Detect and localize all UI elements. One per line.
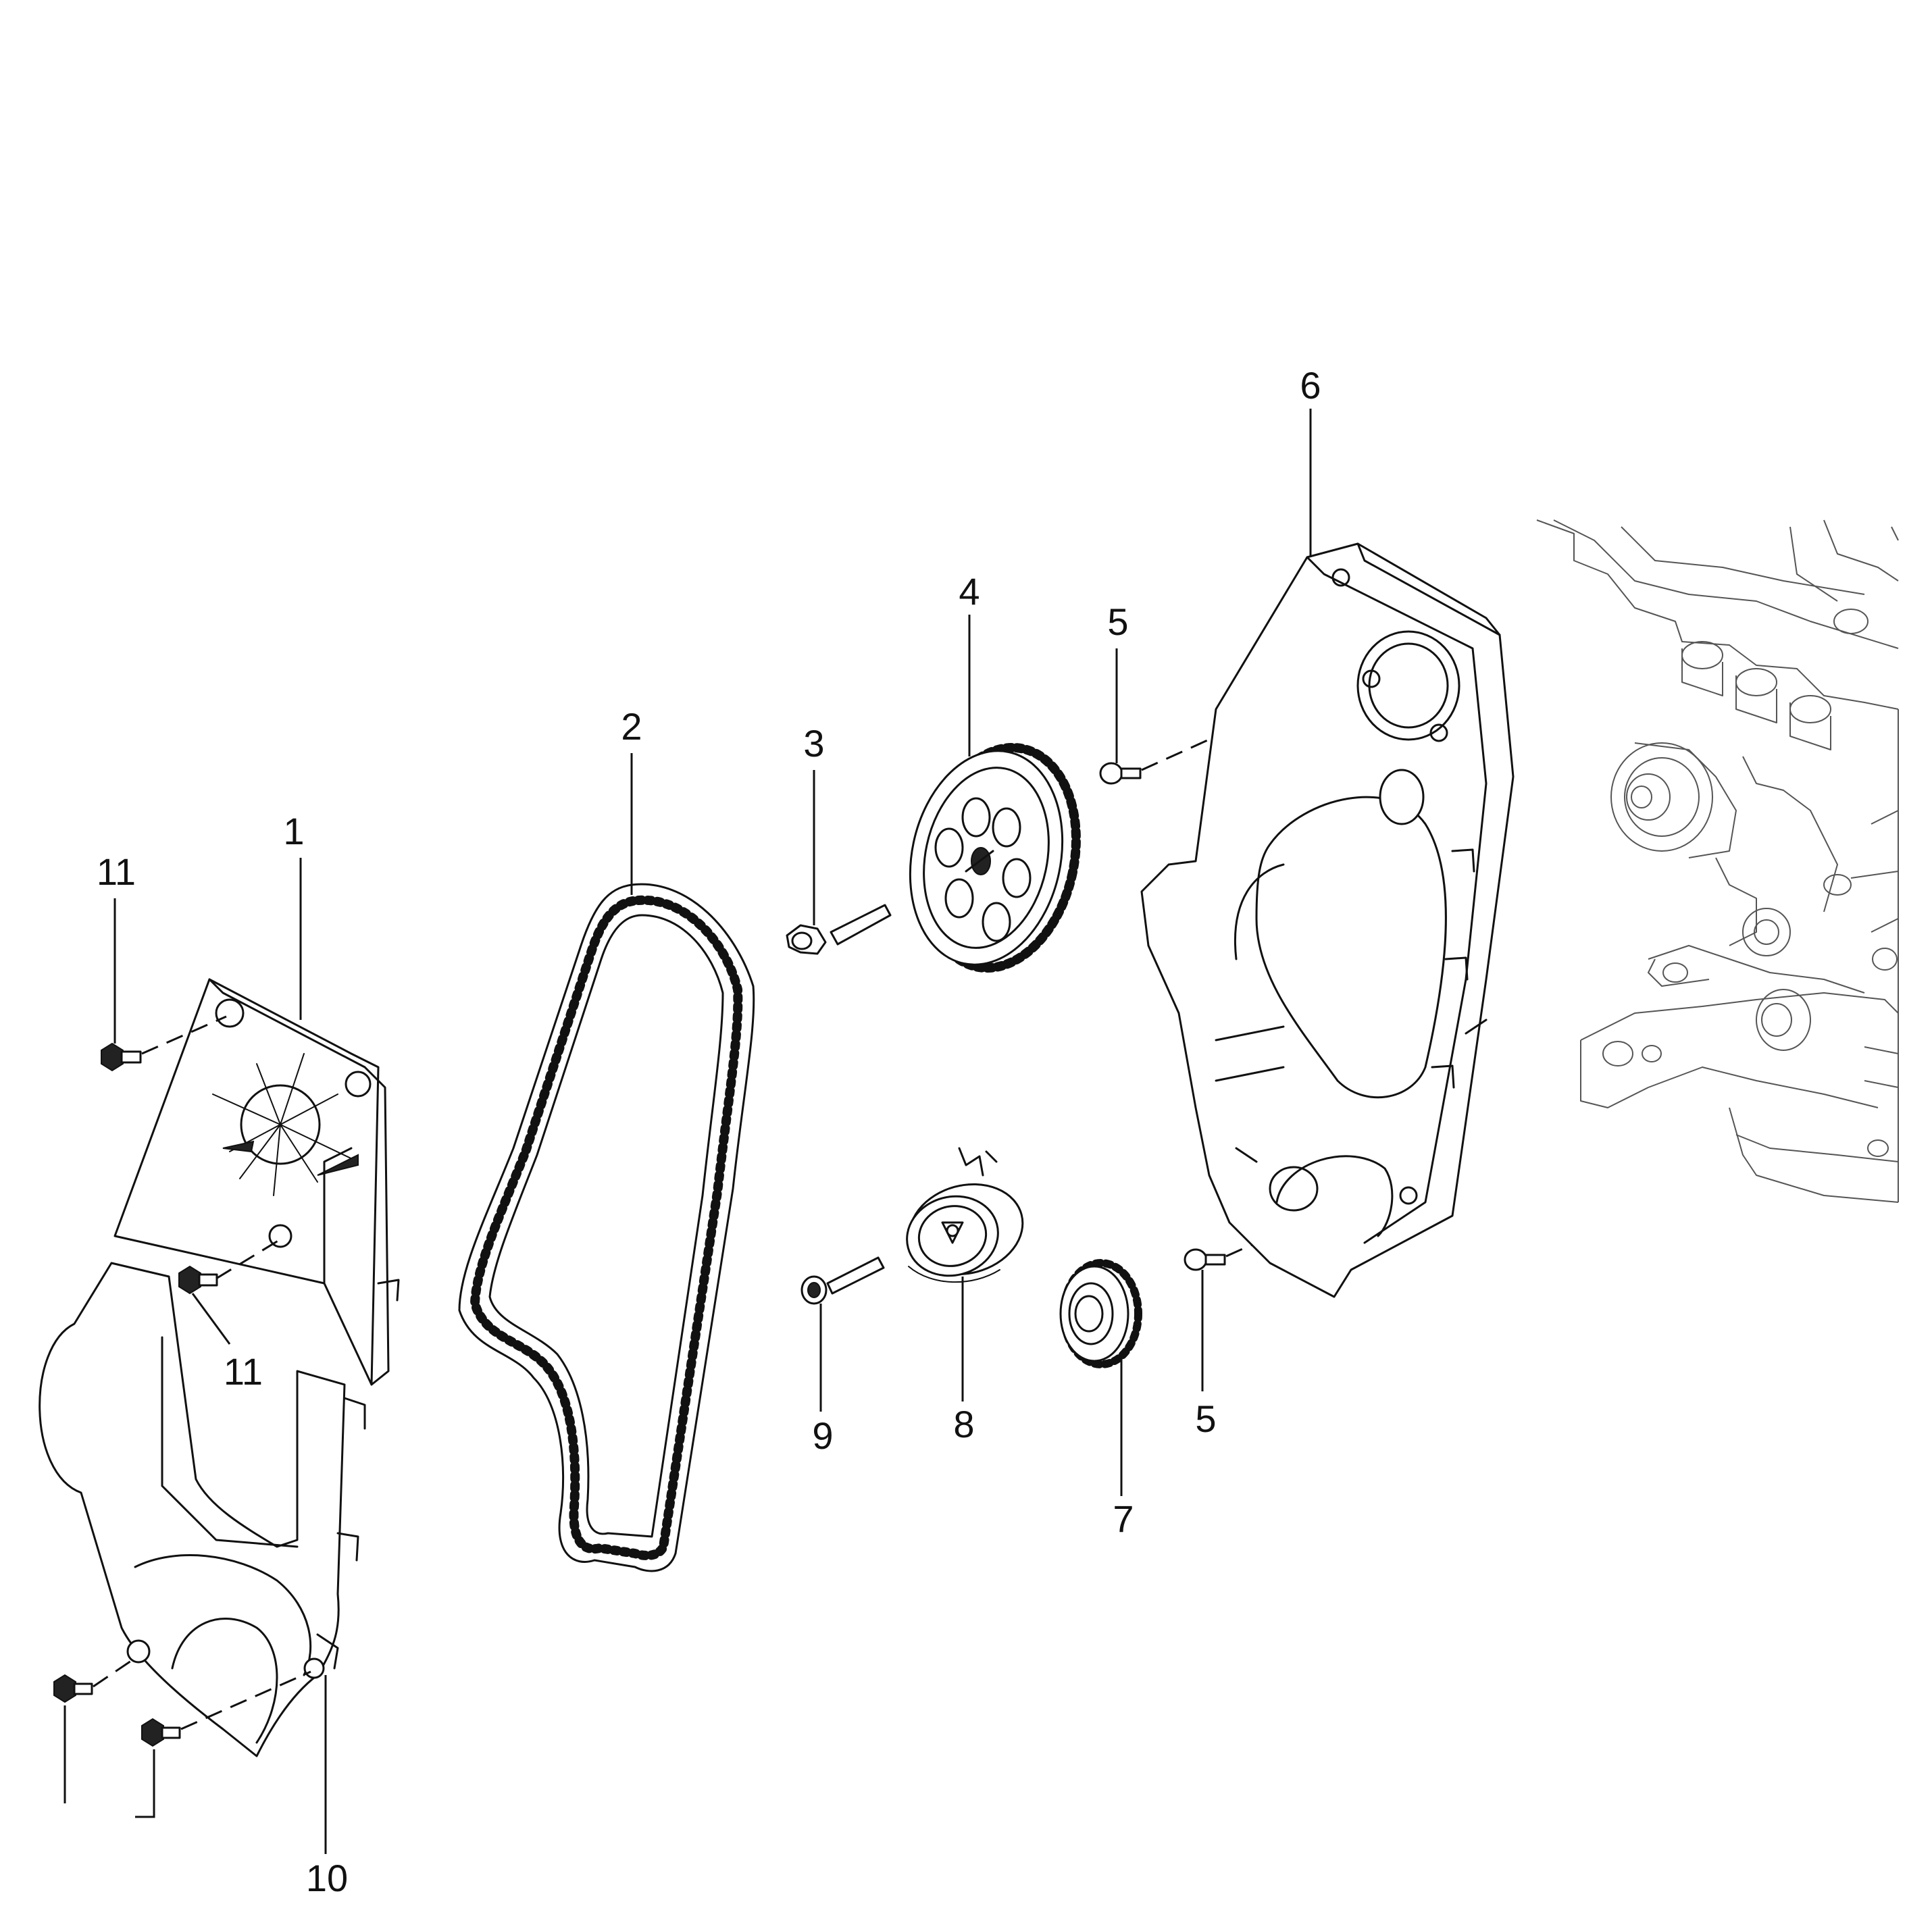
engine-block-illustration: [1536, 519, 1899, 1203]
bolt-11-upper: [101, 1042, 142, 1072]
callout-3: 3: [803, 722, 824, 765]
callout-1: 1: [283, 810, 304, 852]
callout-11b: 11: [224, 1350, 263, 1393]
bolt-11-lower: [178, 1265, 218, 1295]
callout-10: 10: [306, 1857, 348, 1899]
callout-9: 9: [812, 1414, 833, 1457]
cover-bolt-lower: [1184, 1248, 1226, 1271]
upper-timing-cover: [113, 978, 400, 1386]
callout-4: 4: [959, 570, 980, 613]
crankshaft-sprocket: [1059, 1259, 1142, 1368]
bolt-lower-left-1: [53, 1674, 93, 1703]
callout-7: 7: [1113, 1497, 1134, 1540]
pulley-bolt: [786, 904, 892, 955]
callout-5a: 5: [1107, 600, 1128, 643]
callout-5b: 5: [1195, 1397, 1216, 1440]
leader-10-bolt-b: [135, 1749, 155, 1818]
tensioner-bolt: [800, 1256, 885, 1305]
callout-11a: 11: [97, 850, 136, 893]
callout-8: 8: [953, 1403, 974, 1445]
lower-timing-cover: [39, 1262, 366, 1757]
inner-timing-cover: [1140, 542, 1515, 1298]
belt-tensioner: [906, 1147, 1024, 1283]
camshaft-pulley: [909, 742, 1081, 973]
leader-11b: [191, 1293, 231, 1345]
callout-2: 2: [621, 705, 642, 748]
cover-bolt-upper: [1099, 762, 1142, 785]
timing-belt: [458, 883, 755, 1572]
callout-6: 6: [1300, 364, 1321, 407]
bolt-lower-left-2: [141, 1718, 181, 1747]
